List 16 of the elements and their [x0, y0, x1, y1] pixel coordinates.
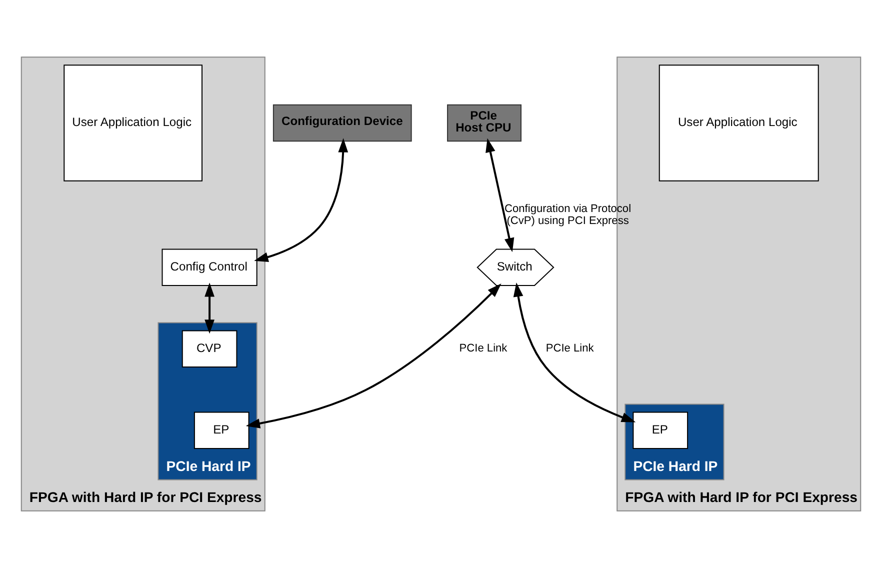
- arrow: [485, 138, 514, 252]
- edge-label: Configuration via Protocol (CvP) using PCI Express: [504, 202, 631, 227]
- arrow: [254, 138, 348, 262]
- arrow: [204, 282, 214, 334]
- node-box: Configuration Device: [272, 104, 412, 142]
- node-box: CVP: [181, 330, 237, 368]
- edge-label: PCIe Link: [545, 342, 594, 355]
- node-box: User Application Logic: [658, 64, 818, 182]
- node-box: User Application Logic: [63, 64, 202, 182]
- node-box: PCIe Host CPU: [446, 104, 521, 142]
- edge-label: PCIe Link: [458, 342, 507, 355]
- arrow: [245, 283, 501, 428]
- node-box: EP: [632, 412, 688, 450]
- node-box: EP: [193, 412, 249, 450]
- node-box: Config Control: [161, 248, 257, 286]
- arrow: [512, 282, 636, 422]
